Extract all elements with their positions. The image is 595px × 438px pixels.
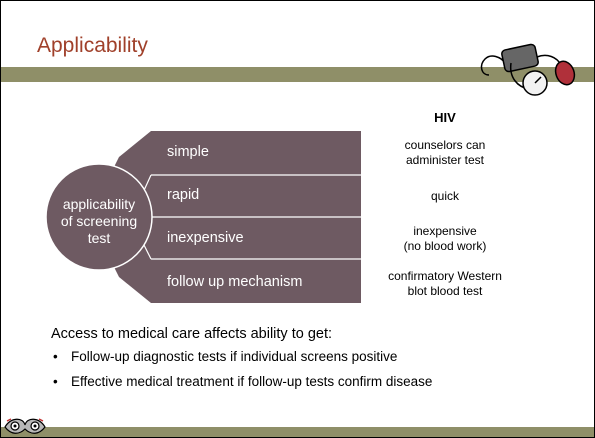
tribal-art-logo-icon	[4, 418, 46, 434]
circle-label-line: test	[87, 230, 111, 246]
blood-pressure-cuff-icon	[480, 43, 576, 96]
bullet-item: • Effective medical treatment if follow-u…	[53, 373, 432, 398]
hiv-header: HIV	[434, 110, 456, 125]
bullet-item: • Follow-up diagnostic tests if individua…	[53, 348, 432, 373]
circle-label-line: of screening	[60, 213, 138, 229]
hiv-item-line: (no blood work)	[403, 239, 487, 253]
hiv-item-line: quick	[430, 189, 459, 203]
hiv-item-counselors: counselors can administer test	[375, 138, 515, 168]
hiv-item-confirmatory: confirmatory Western blot blood test	[375, 269, 515, 299]
center-circle	[45, 163, 153, 271]
branch-follow-up: follow up mechanism	[167, 274, 303, 290]
branch-rapid: rapid	[167, 187, 200, 203]
hiv-item-line: inexpensive	[413, 224, 477, 238]
bullet-text: Follow-up diagnostic tests if individual…	[71, 349, 398, 364]
hiv-item-quick: quick	[375, 189, 515, 204]
hiv-item-line: administer test	[405, 153, 485, 167]
circle-label: applicability of screening test	[45, 196, 153, 247]
hiv-item-line: blot blood test	[407, 284, 483, 298]
access-heading: Access to medical care affects ability t…	[51, 326, 333, 342]
branch-simple: simple	[167, 144, 209, 160]
branch-inexpensive: inexpensive	[167, 230, 244, 246]
slide-title: Applicability	[37, 34, 148, 57]
hiv-item-line: counselors can	[404, 138, 486, 152]
bullet-icon: •	[53, 349, 58, 364]
hiv-item-line: confirmatory Western	[388, 269, 502, 283]
footer-band	[1, 427, 594, 437]
title-band	[1, 67, 594, 82]
hiv-item-inexpensive: inexpensive (no blood work)	[375, 224, 515, 254]
bullet-list: • Follow-up diagnostic tests if individua…	[53, 348, 432, 398]
bullet-text: Effective medical treatment if follow-up…	[71, 374, 433, 389]
circle-label-line: applicability	[62, 196, 136, 212]
bullet-icon: •	[53, 374, 58, 389]
